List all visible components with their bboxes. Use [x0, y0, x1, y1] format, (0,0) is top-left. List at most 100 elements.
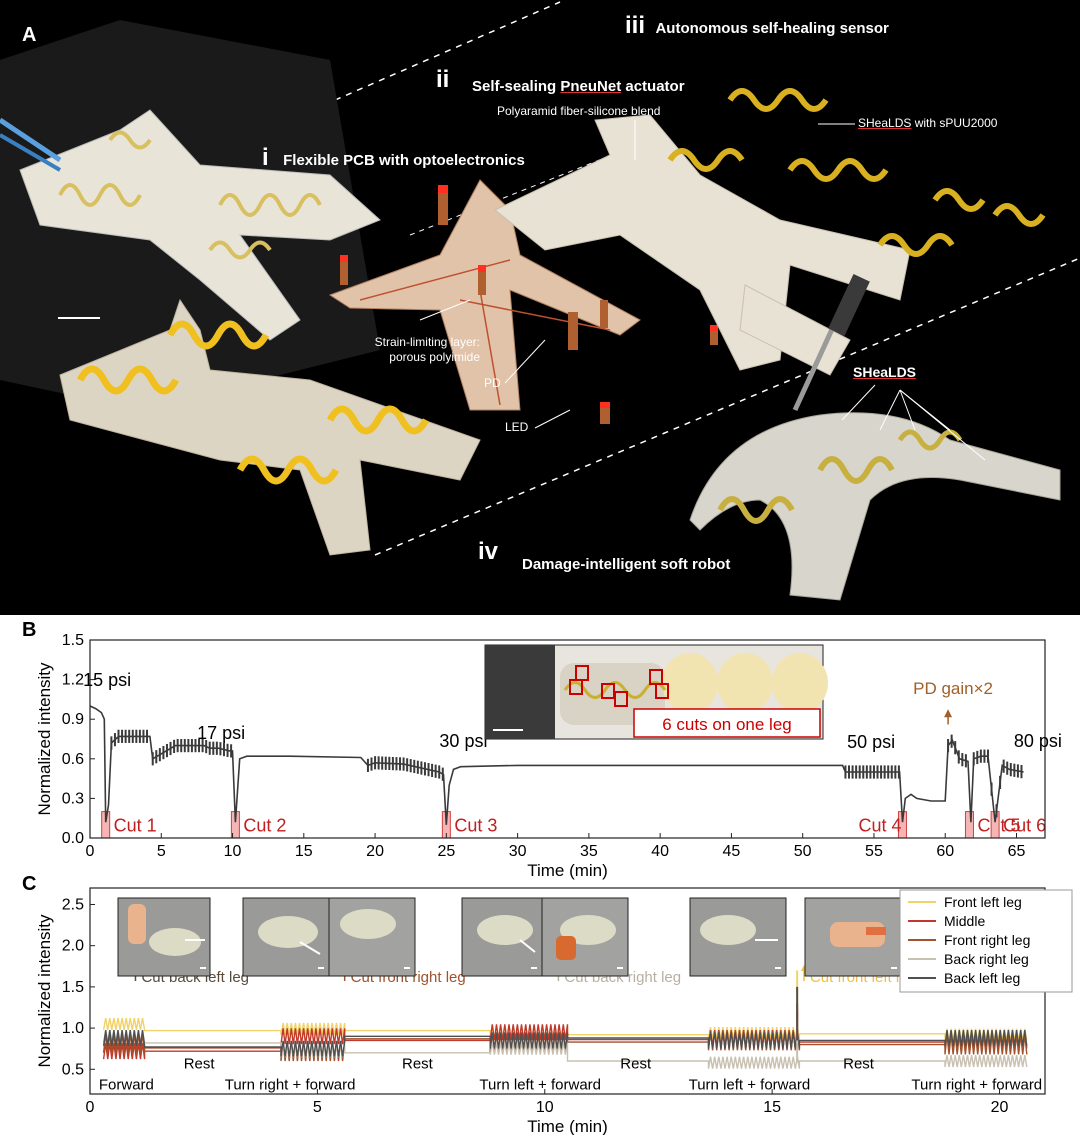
y-axis-label: Normalized intensity: [35, 914, 54, 1068]
stage-i-heading: i Flexible PCB with optoelectronics: [262, 144, 525, 172]
cut-label: Cut 2: [243, 815, 286, 835]
cut-marker: [614, 691, 628, 707]
y-tick-label: 1.5: [62, 979, 84, 996]
x-tick-label: 25: [437, 843, 455, 860]
sensor-fibers: [667, 88, 1046, 257]
pressure-label: 80 psi: [1014, 731, 1062, 751]
legend-label: Back right leg: [944, 951, 1029, 967]
x-tick-label: 40: [651, 843, 669, 860]
y-tick-label: 1.2: [62, 672, 84, 689]
y-tick-label: 2.0: [62, 938, 84, 955]
x-tick-label: 10: [536, 1099, 554, 1116]
knife-handle: [828, 274, 870, 336]
legend-label: Front left leg: [944, 894, 1022, 910]
y-tick-label: 0.5: [62, 1061, 84, 1078]
y-tick-label: 2.5: [62, 896, 84, 913]
pd-label: PD: [484, 376, 501, 390]
plot-frame: [89, 639, 1046, 839]
segment-label: Turn right + forward: [911, 1076, 1042, 1093]
x-tick-label: 15: [295, 843, 313, 860]
x-tick-label: 5: [313, 1099, 322, 1116]
stage-ii-title: Self-sealing PneuNet actuator: [472, 78, 685, 95]
stage-iv-heading: iv: [478, 538, 498, 566]
panel-letter-b: B: [22, 619, 36, 641]
y-tick-label: 0.9: [62, 711, 84, 728]
panel-a-illustration: A iii Autonomous self-healing sensor ii …: [0, 0, 1080, 615]
stage-ii-heading: ii: [436, 66, 449, 94]
stage-iv-title: Damage-intelligent soft robot: [522, 556, 731, 573]
photo-robot: [0, 109, 381, 341]
x-tick-label: 15: [763, 1099, 781, 1116]
shealds-prefix: SHeaLDS: [858, 116, 912, 130]
gain-arrow-head: [944, 709, 953, 718]
x-tick-label: 0: [86, 1099, 95, 1116]
x-tick-label: 30: [509, 843, 527, 860]
pressure-label: 50 psi: [847, 732, 895, 752]
legend-label: Middle: [944, 913, 985, 929]
direction-arrows: [185, 939, 897, 969]
cut-label: Cut 3: [454, 815, 497, 835]
x-tick-label: 35: [580, 843, 598, 860]
damage-robot-render: [689, 274, 1061, 601]
shealds-label: SHeaLDS: [853, 364, 917, 380]
leader-lines: [419, 120, 986, 461]
cut-label: Cut 4: [858, 815, 901, 835]
x-tick-label: 20: [366, 843, 384, 860]
separator-line: [374, 257, 1080, 556]
segment-label: Turn left + forward: [689, 1076, 811, 1093]
panel-letter-a: A: [22, 24, 37, 46]
cut-marker-bar: [964, 811, 974, 839]
stage-number: iii: [625, 12, 646, 39]
stage-title-prefix: Self-sealing: [472, 78, 561, 95]
led-label: LED: [505, 420, 529, 434]
x-tick-label: 50: [794, 843, 812, 860]
series-line: [102, 1030, 1028, 1057]
stage-title: Flexible PCB with optoelectronics: [283, 152, 525, 169]
stage-number: ii: [436, 66, 450, 93]
gain-note: PD gain×2: [913, 679, 993, 698]
x-axis-label: Time (min): [527, 861, 608, 880]
stage-iii-heading: iii Autonomous self-healing sensor: [625, 12, 889, 40]
y-tick-label: 0.0: [62, 830, 84, 847]
x-tick-label: 60: [936, 843, 954, 860]
stage-title-underlined: PneuNet: [560, 78, 622, 95]
shealds-suffix: with sPUU2000: [911, 116, 998, 130]
inset-photos-c: [117, 897, 903, 977]
pressure-label: 15 psi: [83, 670, 131, 690]
pneunet-render: [494, 114, 911, 376]
x-tick-label: 55: [865, 843, 883, 860]
x-axis-label: Time (min): [527, 1117, 608, 1135]
legend-label: Back left leg: [944, 970, 1020, 986]
segment-label: Rest: [620, 1056, 652, 1073]
segment-label: Turn left + forward: [479, 1076, 601, 1093]
y-tick-label: 0.3: [62, 790, 84, 807]
cut-label: Cut 1: [114, 815, 157, 835]
cut-marker: [655, 683, 669, 699]
inset-caption: 6 cuts on one leg: [662, 715, 791, 734]
segment-label: Rest: [184, 1056, 216, 1073]
composite-robot-render: [59, 298, 481, 556]
stage-number: iv: [478, 538, 499, 565]
stage-title: Autonomous self-healing sensor: [655, 20, 889, 37]
segment-label: Rest: [843, 1056, 875, 1073]
pressure-label: 17 psi: [197, 723, 245, 743]
fiber-label: Polyaramid fiber-silicone blend: [497, 104, 661, 118]
stage-number: i: [262, 144, 269, 171]
segment-label: Forward: [99, 1076, 154, 1093]
panel-letter-c: C: [22, 873, 36, 895]
segment-label: Turn right + forward: [225, 1076, 356, 1093]
inset-photo-b: 6 cuts on one leg: [484, 644, 828, 740]
y-tick-label: 1.5: [62, 632, 84, 649]
legend-label: Front right leg: [944, 932, 1030, 948]
x-tick-label: 65: [1008, 843, 1026, 860]
y-axis-label: Normalized intensity: [35, 662, 54, 816]
flex-pcb-render: [328, 179, 718, 424]
cut-marker: [569, 679, 583, 695]
y-tick-label: 1.0: [62, 1020, 84, 1037]
separator-line: [409, 139, 651, 236]
